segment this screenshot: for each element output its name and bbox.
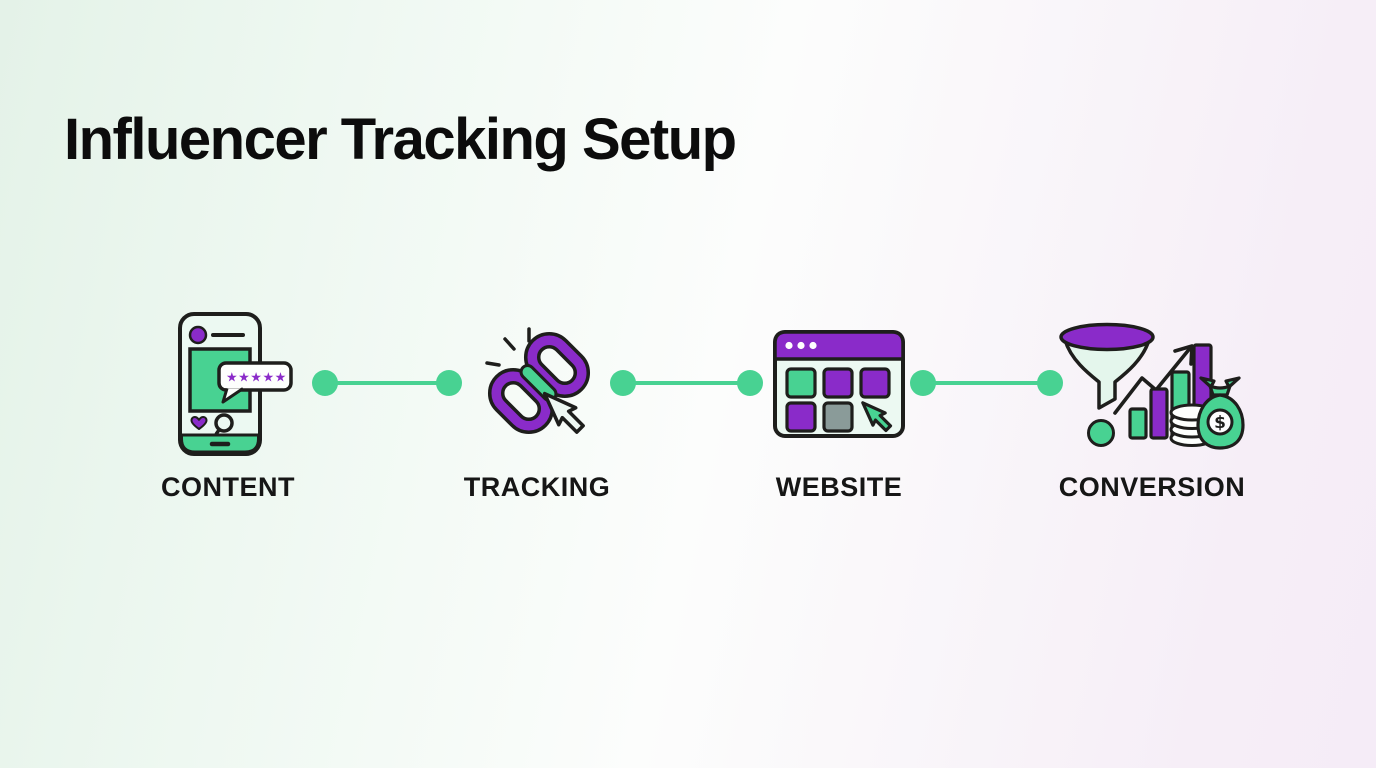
step-label-website: WEBSITE [775,472,903,502]
window-dots [785,341,817,350]
phone-social-post-icon: ★★★★★ [163,308,293,460]
comment-icon [214,413,234,433]
step-label-content: CONTENT [161,472,295,502]
avatar-dot [188,325,208,345]
comment-icon-tail [214,428,221,436]
flow-connector-1 [312,370,462,396]
chain-link-top [527,335,587,395]
connector-line [628,380,745,385]
heart-icon [190,415,208,430]
browser-grid-svg [773,330,905,438]
connector-line [928,380,1045,385]
rating-bubble [217,361,293,392]
lead-dot [1087,419,1115,447]
cursor-arrow-icon [861,401,893,433]
step-conversion: $ CONVERSION [1022,308,1282,503]
tile-gray [822,401,854,433]
tile-green [785,367,817,399]
cursor-arrow-icon [542,391,585,434]
bar-chart-bar [1128,407,1148,440]
step-label-tracking: TRACKING [463,472,611,502]
link-click-svg [485,327,591,435]
chain-link-bottom [491,371,551,431]
page-title: Influencer Tracking Setup [64,107,737,172]
funnel-top [1059,322,1155,352]
funnel-body [1063,338,1151,410]
tile-purple [859,367,891,399]
step-tracking: TRACKING [407,308,667,503]
link-click-icon [477,308,597,460]
tile-purple [822,367,854,399]
tile-purple [785,401,817,433]
growth-arrow [1113,344,1194,415]
step-website: WEBSITE [709,308,969,503]
connector-line [330,380,444,385]
dollar-coin [1206,408,1234,436]
funnel-growth-icon: $ [1055,308,1249,460]
bar-chart-bar [1149,387,1169,440]
rating-bubble-tail [221,387,244,404]
phone-social-post-svg: ★★★★★ [178,312,293,456]
dollar-sign: $ [1214,413,1226,433]
spark-lines [485,327,531,367]
step-label-conversion: CONVERSION [1058,472,1246,502]
star-rating: ★★★★★ [226,371,287,386]
step-content: ★★★★★ CONTENT [98,308,358,503]
browser-topbar [773,330,905,361]
browser-grid-icon [772,308,906,460]
flow-connector-2 [610,370,763,396]
flow-connector-3 [910,370,1063,396]
funnel-growth-svg: $ [1059,322,1245,450]
